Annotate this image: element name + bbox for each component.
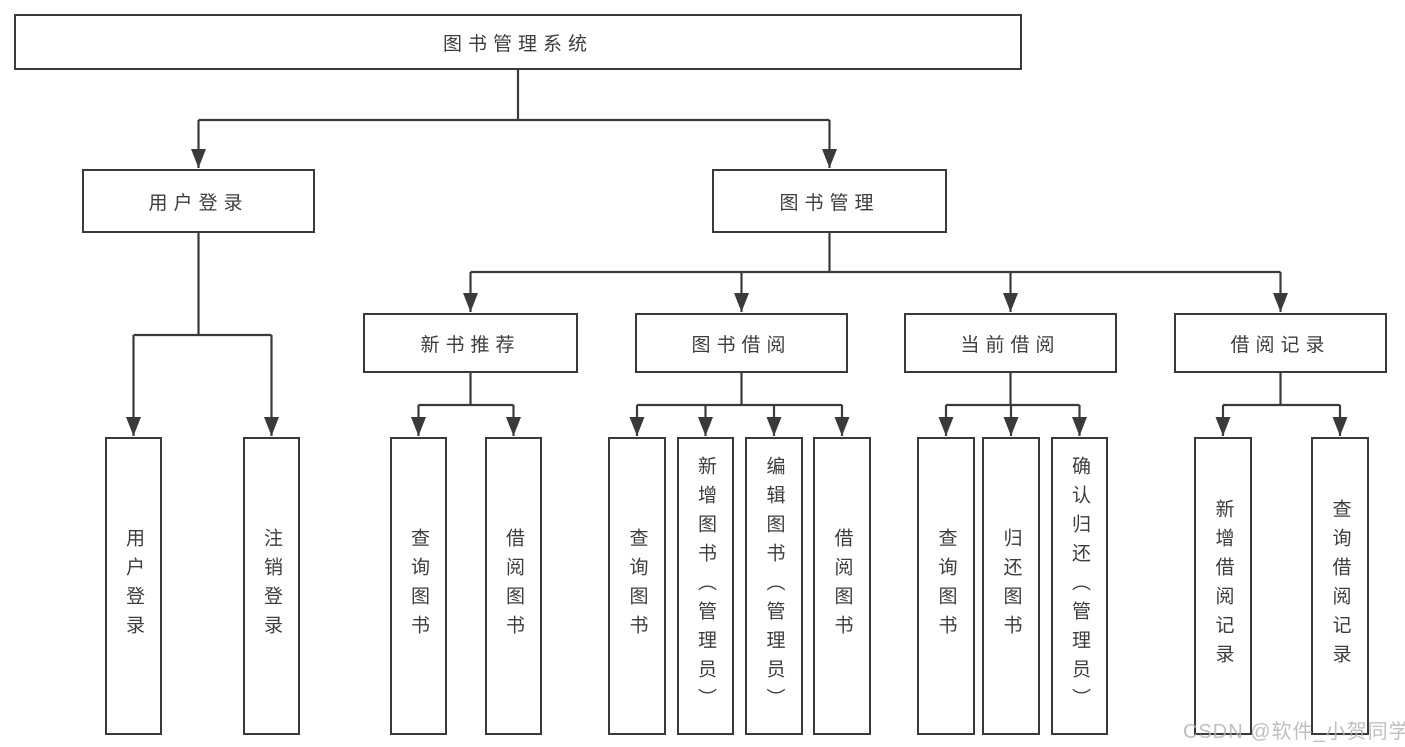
leaf-query-books-borrowing: 查询图书 — [608, 437, 666, 735]
node-book-management: 图书管理 — [712, 169, 947, 233]
node-user-login-label: 用户登录 — [148, 192, 249, 214]
leaf-return-books-label: 归还图书 — [1000, 528, 1022, 644]
leaf-edit-books-admin-label: 编辑图书（管理员） — [763, 455, 785, 717]
leaf-borrow-books-newbooks: 借阅图书 — [485, 437, 542, 735]
node-book-borrowing: 图书借阅 — [635, 313, 848, 373]
leaf-logout-label: 注销登录 — [261, 528, 282, 644]
leaf-return-books: 归还图书 — [982, 437, 1040, 735]
leaf-borrow-books-borrowing: 借阅图书 — [813, 437, 871, 735]
leaf-user-login: 用户登录 — [105, 437, 162, 735]
leaf-borrow-books-borrowing-label: 借阅图书 — [831, 528, 853, 644]
node-new-book-recommendation: 新书推荐 — [363, 313, 578, 373]
leaf-query-borrow-record-label: 查询借阅记录 — [1329, 499, 1351, 673]
leaf-add-books-admin-label: 新增图书（管理员） — [695, 455, 716, 717]
leaf-add-books-admin: 新增图书（管理员） — [677, 437, 734, 735]
leaf-confirm-return-admin-label: 确认归还（管理员） — [1069, 455, 1090, 717]
leaf-query-books-current-label: 查询图书 — [935, 528, 957, 644]
leaf-query-borrow-record: 查询借阅记录 — [1311, 437, 1369, 735]
node-user-login: 用户登录 — [82, 169, 315, 233]
leaf-user-login-label: 用户登录 — [123, 528, 144, 644]
leaf-add-borrow-record: 新增借阅记录 — [1194, 437, 1252, 735]
node-root-label: 图书管理系统 — [442, 33, 593, 55]
leaf-query-books-newbooks: 查询图书 — [390, 437, 447, 735]
node-new-book-recommendation-label: 新书推荐 — [420, 334, 521, 356]
node-borrowing-records-label: 借阅记录 — [1230, 334, 1331, 356]
leaf-query-books-borrowing-label: 查询图书 — [626, 528, 648, 644]
node-root-system: 图书管理系统 — [14, 14, 1022, 70]
node-book-management-label: 图书管理 — [779, 192, 880, 214]
leaf-query-books-current: 查询图书 — [917, 437, 975, 735]
node-borrowing-records: 借阅记录 — [1174, 313, 1387, 373]
leaf-confirm-return-admin: 确认归还（管理员） — [1051, 437, 1108, 735]
leaf-logout: 注销登录 — [243, 437, 300, 735]
leaf-query-books-newbooks-label: 查询图书 — [408, 528, 429, 644]
node-book-borrowing-label: 图书借阅 — [691, 334, 792, 356]
leaf-add-borrow-record-label: 新增借阅记录 — [1212, 499, 1234, 673]
leaf-edit-books-admin: 编辑图书（管理员） — [745, 437, 803, 735]
leaf-borrow-books-newbooks-label: 借阅图书 — [503, 528, 524, 644]
node-current-borrowing: 当前借阅 — [904, 313, 1117, 373]
csdn-watermark: CSDN @软件_小贺同学 — [1183, 721, 1405, 743]
node-current-borrowing-label: 当前借阅 — [960, 334, 1061, 356]
